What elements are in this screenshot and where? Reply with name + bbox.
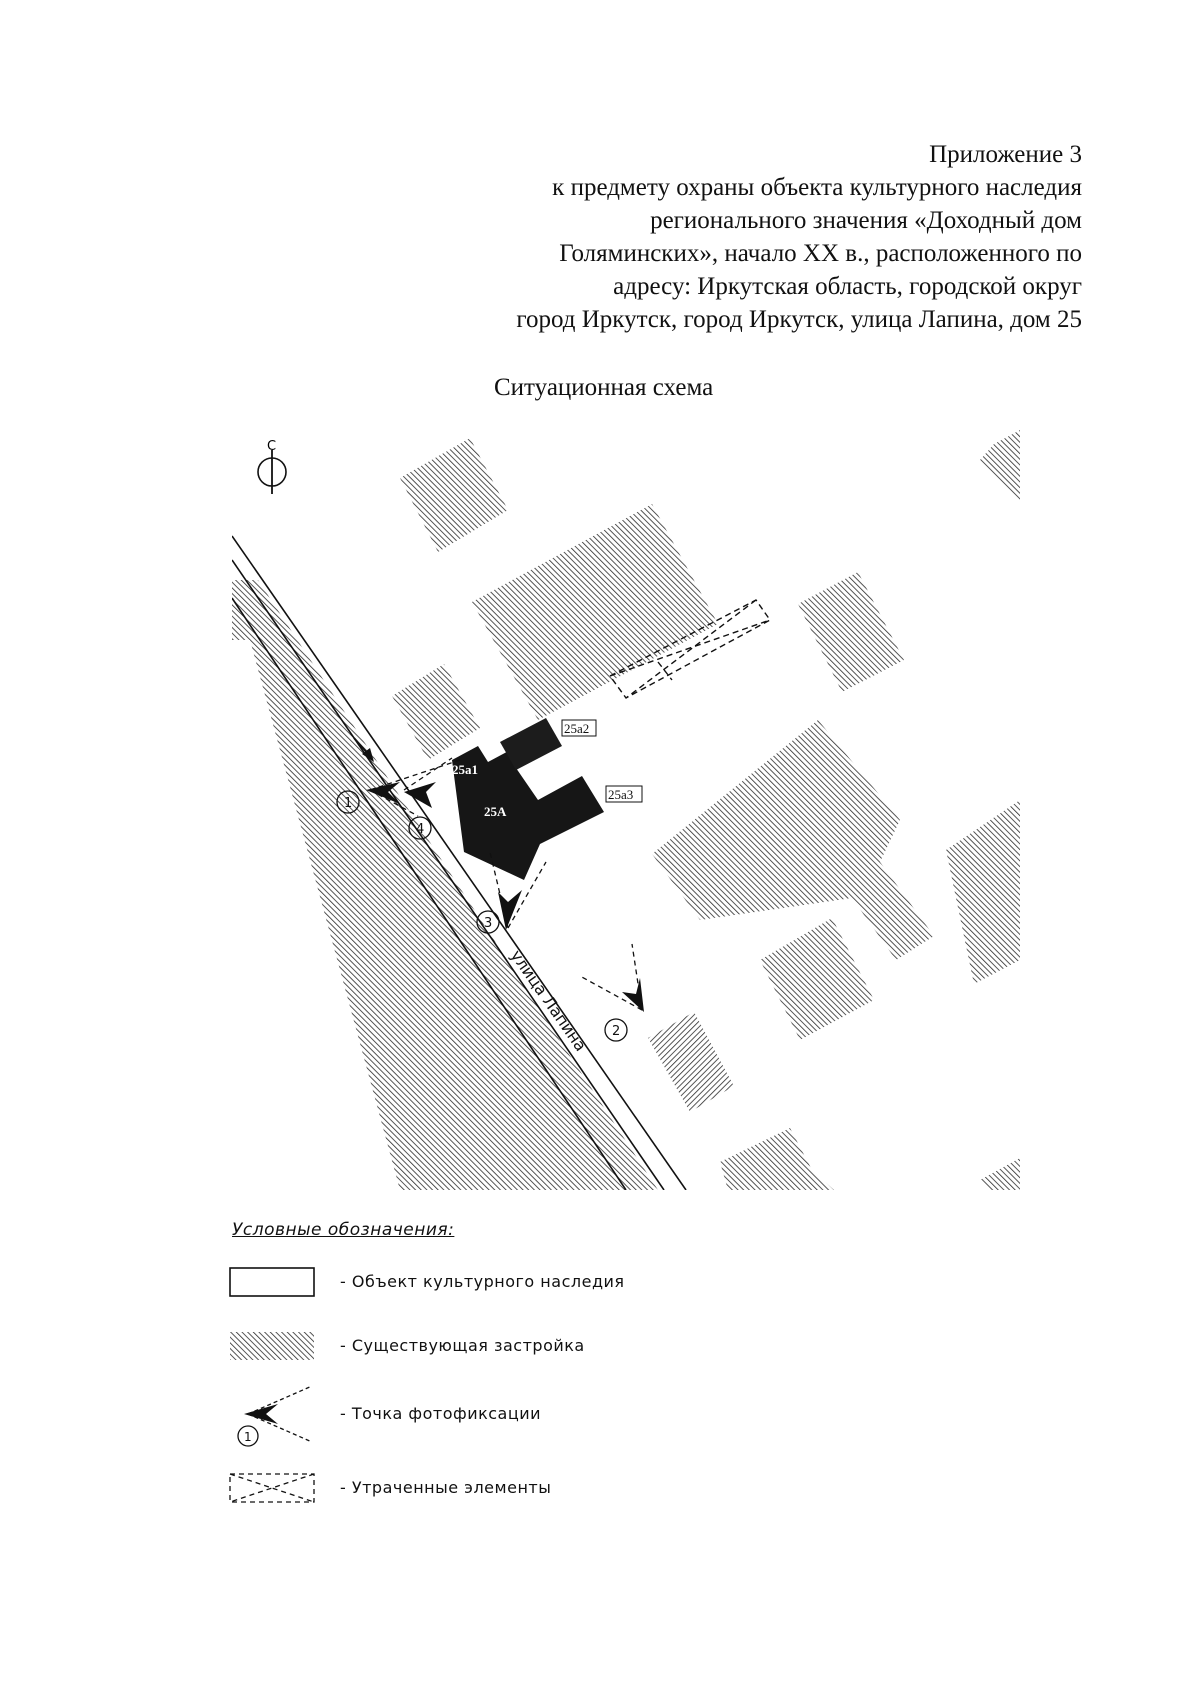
appendix-header: Приложение 3 к предмету охраны объекта к… <box>362 138 1082 336</box>
header-line: к предмету охраны объекта культурного на… <box>552 174 1082 201</box>
legend-item-photo-point: 1 - Точка фотофиксации <box>228 1380 828 1447</box>
legend-title: Условные обозначения: <box>232 1220 455 1240</box>
situation-map: С улица Лапина <box>232 430 1020 1190</box>
heritage-label-a1: 25а1 <box>452 762 478 777</box>
photo-point-number: 4 <box>416 822 424 837</box>
street <box>232 535 687 1190</box>
legend-item-existing: - Существующая застройка <box>228 1330 828 1390</box>
header-line: Голяминских», начало XX в., расположенно… <box>559 240 1082 267</box>
building-footprint <box>760 918 874 1040</box>
lost-elements <box>608 599 772 699</box>
building-footprint <box>980 430 1020 500</box>
heritage-object <box>452 718 604 880</box>
legend-label: - Утраченные элементы <box>340 1478 552 1497</box>
photo-point-number: 2 <box>612 1024 620 1039</box>
photo-point-4: 4 <box>403 757 453 840</box>
header-line: адресу: Иркутская область, городской окр… <box>613 273 1082 300</box>
header-line: регионального значения «Доходный дом <box>650 207 1082 234</box>
building-footprint <box>648 1012 734 1112</box>
photo-point-1: 1 <box>336 759 461 817</box>
direction-arrow-icon <box>353 737 374 762</box>
building-footprint <box>980 1158 1020 1190</box>
heritage-label-a3: 25а3 <box>608 787 633 802</box>
building-footprint <box>946 800 1020 984</box>
header-line: город Иркутск, город Иркутск, улица Лапи… <box>516 306 1082 333</box>
building-footprint <box>652 720 934 960</box>
building-footprint <box>472 504 718 720</box>
scheme-title: Ситуационная схема <box>494 374 714 401</box>
photo-point-number: 1 <box>344 796 352 811</box>
heritage-label-a2: 25а2 <box>564 721 589 736</box>
header-line: Приложение 3 <box>929 141 1082 168</box>
building-footprint <box>720 1128 834 1190</box>
photo-point-3: 3 <box>476 851 547 934</box>
legend-label: - Точка фотофиксации <box>340 1404 542 1423</box>
north-letter: С <box>267 439 276 454</box>
hatch-swatch-icon <box>230 1332 314 1360</box>
building-footprint <box>232 580 658 1190</box>
legend-label: - Объект культурного наследия <box>340 1272 625 1291</box>
building-footprint <box>400 438 508 552</box>
photo-points: 1 4 3 2 <box>336 757 644 1042</box>
building-footprint <box>798 572 904 692</box>
photo-point-number: 3 <box>484 916 492 931</box>
legend-item-lost: - Утраченные элементы <box>228 1470 828 1530</box>
building-footprint <box>392 664 480 760</box>
photo-point-icon: 1 <box>237 1385 313 1447</box>
existing-buildings <box>232 430 1020 1190</box>
photo-point-2: 2 <box>579 943 644 1042</box>
heritage-label-main: 25А <box>484 804 507 819</box>
lost-element-icon <box>229 1473 315 1503</box>
legend-item-heritage: - Объект культурного наследия <box>228 1266 828 1326</box>
heritage-swatch-icon <box>229 1267 315 1297</box>
legend-label: - Существующая застройка <box>340 1336 585 1355</box>
legend-marker-number: 1 <box>244 1430 252 1444</box>
north-arrow-icon: С <box>257 439 287 494</box>
